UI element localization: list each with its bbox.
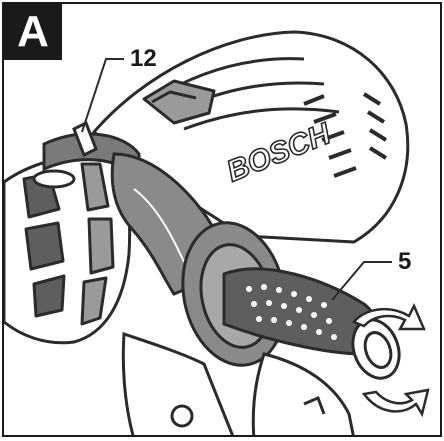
rotation-arrow xyxy=(352,303,430,418)
handle-collar xyxy=(42,120,141,184)
leader-line-5 xyxy=(331,261,392,301)
callout-12-label: 12 xyxy=(128,45,159,72)
drill-chuck xyxy=(4,154,132,345)
handle-grip xyxy=(222,267,401,380)
drill-illustration: BOSCH xyxy=(4,30,430,435)
leader-line-12 xyxy=(81,58,124,133)
leader-lines xyxy=(81,58,392,301)
illustration-frame: BOSCH xyxy=(2,2,442,437)
callout-5-label: 5 xyxy=(396,248,414,275)
drill-lower-body xyxy=(121,331,355,435)
panel-label: A xyxy=(4,4,62,60)
